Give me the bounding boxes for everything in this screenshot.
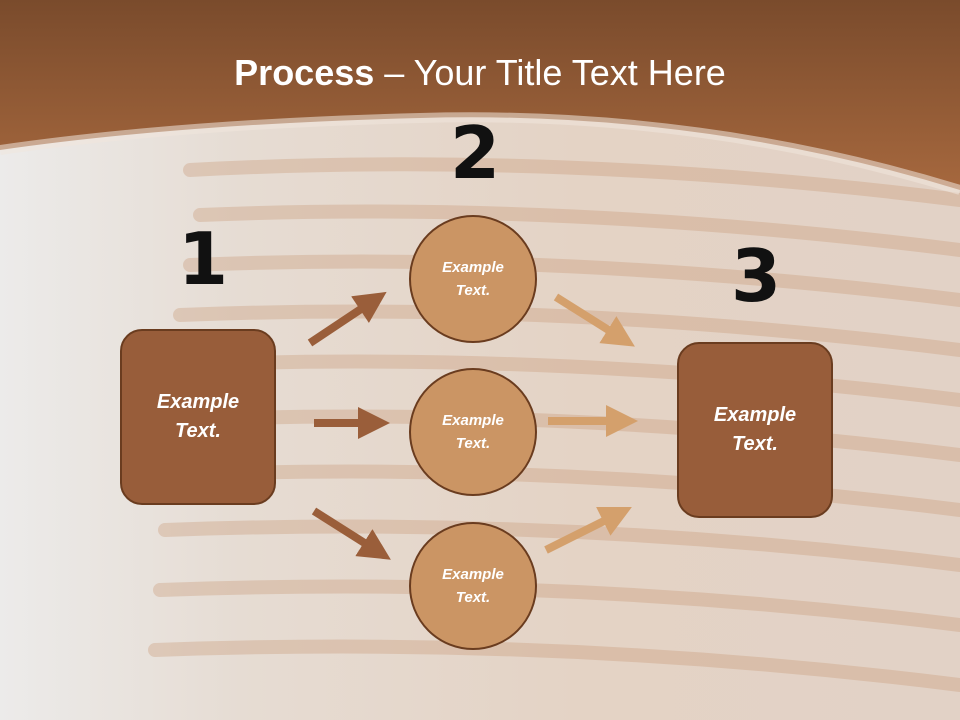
circle-bottom-line2: Text. xyxy=(455,589,491,606)
step-3-box-line1: Example xyxy=(713,404,797,426)
step-2-circle-bottom: Example Text. xyxy=(409,522,537,650)
step-number-2: 2 xyxy=(450,111,501,195)
step-3-box: Example Text. xyxy=(677,342,833,518)
step-number-3: 3 xyxy=(731,234,782,318)
slide-title: Process – Your Title Text Here xyxy=(0,52,960,94)
arrow-to-circle-top xyxy=(307,291,387,347)
title-bold: Process xyxy=(234,52,375,93)
step-2-circle-middle: Example Text. xyxy=(409,368,537,496)
title-rest: – Your Title Text Here xyxy=(374,52,726,93)
circle-top-line2: Text. xyxy=(455,282,491,299)
step-2-circle-top: Example Text. xyxy=(409,215,537,343)
step-1-box-line2: Text. xyxy=(175,420,221,442)
arrow-from-circle-bottom xyxy=(544,507,632,554)
arrow-from-circle-top xyxy=(553,293,635,347)
circle-top-line1: Example xyxy=(442,259,504,276)
circle-middle-line2: Text. xyxy=(455,435,491,452)
step-1-box-line1: Example xyxy=(156,391,240,413)
circle-middle-line1: Example xyxy=(442,412,504,429)
step-3-box-line2: Text. xyxy=(732,433,778,455)
circle-bottom-line1: Example xyxy=(442,566,504,583)
arrow-to-circle-bottom xyxy=(311,507,391,560)
step-number-1: 1 xyxy=(178,217,229,301)
step-1-box: Example Text. xyxy=(120,329,276,505)
